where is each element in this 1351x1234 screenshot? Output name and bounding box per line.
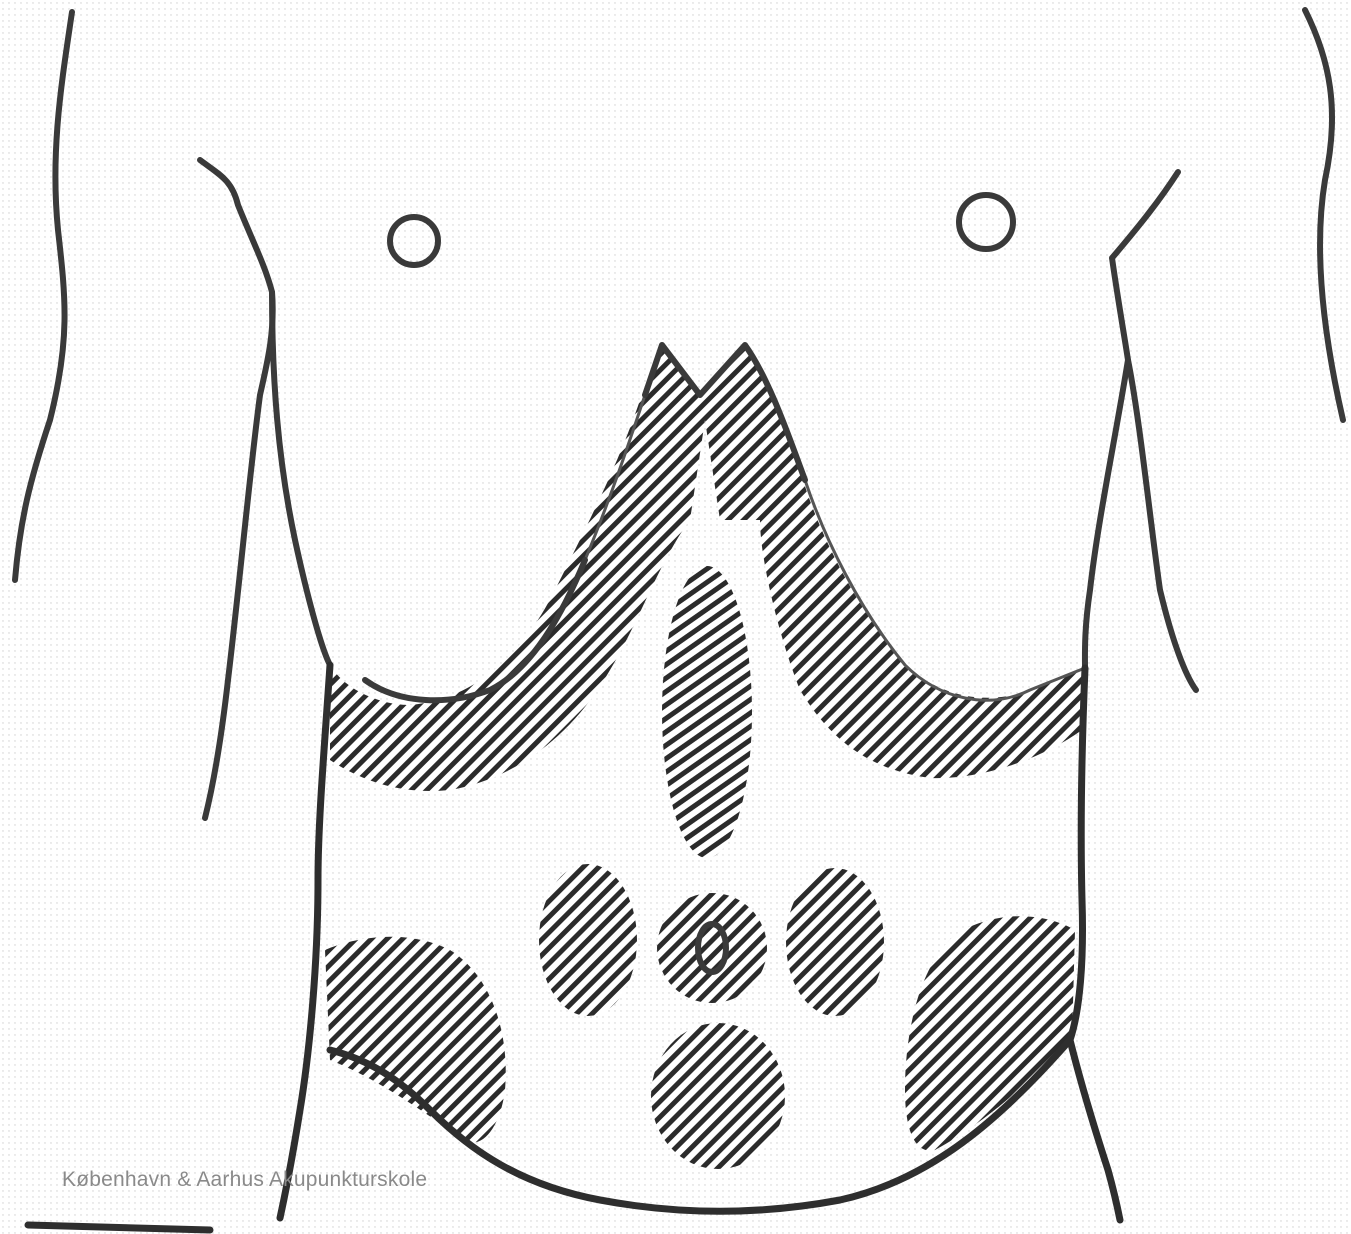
right-paraumbilical-zone (786, 868, 884, 1016)
watermark-text: København & Aarhus Akupunkturskole (62, 1168, 427, 1192)
suprapubic-zone (651, 1023, 785, 1169)
page-edge-line (28, 1225, 210, 1230)
umbilical-zone (657, 893, 767, 1003)
central-line-zone (662, 566, 752, 858)
left-paraumbilical-zone (539, 864, 637, 1016)
